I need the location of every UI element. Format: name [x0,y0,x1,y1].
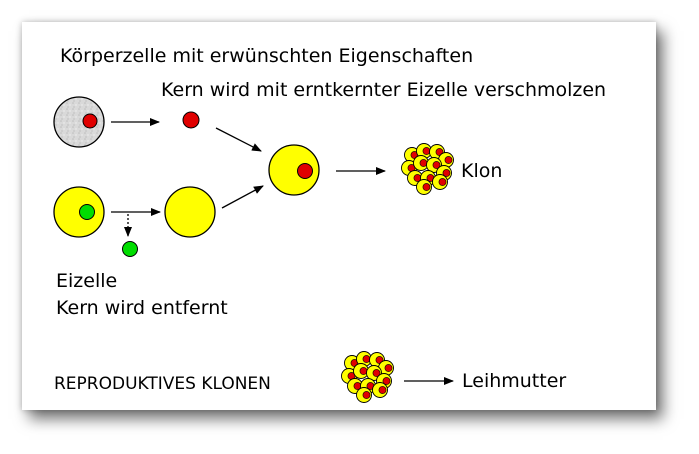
enucleated-egg-cell [164,186,216,238]
embryo-nucleus [442,169,451,177]
label-nucleus-removed: Kern wird entfernt [56,297,228,319]
embryo-nucleus [378,386,387,394]
embryo-nucleus [422,183,431,191]
embryo-nucleus [362,391,371,399]
embryo-nucleus [372,369,381,377]
arrow-nucleus-to-fusion [215,127,262,152]
label-surrogate-mother: Leihmutter [462,370,566,392]
embryo-nucleus [359,367,368,375]
embryo-nucleus [419,159,428,167]
embryo-nucleus [432,161,441,169]
clone-embryo [401,143,454,195]
label-egg-cell: Eizelle [56,270,117,292]
removed-nucleus [122,241,138,257]
egg-cell [53,186,105,238]
embryo-nucleus [362,355,371,363]
fused-cell [268,144,320,196]
embryo-nucleus [382,377,391,385]
label-nucleus-fused: Kern wird mit erntkernter Eizelle versch… [161,79,606,101]
label-reproductive-cloning: REPRODUKTIVES KLONEN [54,374,271,394]
embryo-nucleus [384,364,393,372]
embryo-nucleus [422,147,431,155]
somatic-cell [53,96,105,148]
embryo-nucleus [438,178,447,186]
reproductive-embryo [341,351,394,403]
arrow-egg-to-fusion [221,185,264,209]
embryo-nucleus [444,156,453,164]
label-clone: Klon [461,160,502,182]
extracted-nucleus [182,111,200,129]
label-somatic-cell: Körperzelle mit erwünschten Eigenschafte… [60,45,473,67]
